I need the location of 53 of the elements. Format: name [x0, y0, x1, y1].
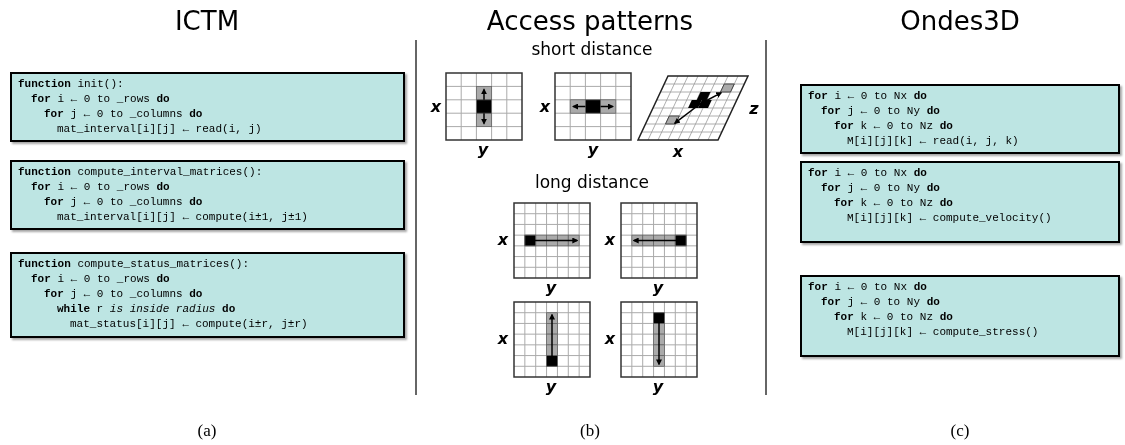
axis-label: x	[604, 328, 616, 350]
axis-label: y	[652, 277, 664, 299]
code-line: M[i][j][k] ← compute_velocity()	[847, 211, 1052, 226]
code-line: function compute_interval_matrices():	[18, 165, 263, 180]
axis-label: y	[652, 376, 664, 398]
code-box	[800, 161, 1120, 243]
panel-title: ICTM	[174, 5, 240, 38]
code-box	[800, 275, 1120, 357]
code-line: mat_status[i][j] ← compute(i±r, j±r)	[70, 317, 308, 332]
code-line: for k ← 0 to Nz do	[834, 196, 953, 211]
code-box	[10, 160, 405, 230]
panel-caption: (c)	[950, 420, 970, 442]
axis-label: y	[545, 376, 557, 398]
axis-label: x	[497, 328, 509, 350]
code-line: for j ← 0 to _columns do	[44, 107, 203, 122]
code-line: M[i][j][k] ← compute_stress()	[847, 325, 1039, 340]
code-line: mat_interval[i][j] ← compute(i±1, j±1)	[57, 210, 308, 225]
code-box	[10, 252, 405, 338]
code-line: for i ← 0 to Nx do	[808, 280, 927, 295]
code-line: for i ← 0 to _rows do	[31, 272, 170, 287]
panel-caption: (a)	[197, 420, 217, 442]
axis-label: x	[430, 96, 442, 118]
code-box	[800, 84, 1120, 154]
code-line: for i ← 0 to _rows do	[31, 180, 170, 195]
code-line: mat_interval[i][j] ← read(i, j)	[57, 122, 262, 137]
axis-label: x	[604, 229, 616, 251]
axis-label: y	[477, 139, 489, 161]
axis-label: z	[749, 98, 759, 120]
panel-title: Ondes3D	[900, 5, 1020, 38]
axis-label: x	[497, 229, 509, 251]
panel-title: Access patterns	[486, 5, 694, 38]
code-line: for k ← 0 to Nz do	[834, 119, 953, 134]
axis-label: x	[672, 141, 684, 163]
section-heading: long distance	[534, 171, 650, 194]
code-line: for j ← 0 to _columns do	[44, 287, 203, 302]
code-box	[10, 72, 405, 142]
axis-label: y	[587, 139, 599, 161]
code-line: for j ← 0 to Ny do	[821, 181, 940, 196]
section-heading: short distance	[531, 38, 653, 61]
code-line: for i ← 0 to Nx do	[808, 89, 927, 104]
code-line: for k ← 0 to Nz do	[834, 310, 953, 325]
code-line: function init():	[18, 77, 124, 92]
code-line: for j ← 0 to Ny do	[821, 295, 940, 310]
code-line: M[i][j][k] ← read(i, j, k)	[847, 134, 1019, 149]
axis-label: y	[545, 277, 557, 299]
panel-caption: (b)	[580, 420, 600, 442]
axis-label: x	[539, 96, 551, 118]
code-line: for i ← 0 to _rows do	[31, 92, 170, 107]
code-line: function compute_status_matrices():	[18, 257, 250, 272]
code-line: for i ← 0 to Nx do	[808, 166, 927, 181]
code-line: for j ← 0 to Ny do	[821, 104, 940, 119]
code-line: while r is inside radius do	[57, 302, 236, 317]
code-line: for j ← 0 to _columns do	[44, 195, 203, 210]
